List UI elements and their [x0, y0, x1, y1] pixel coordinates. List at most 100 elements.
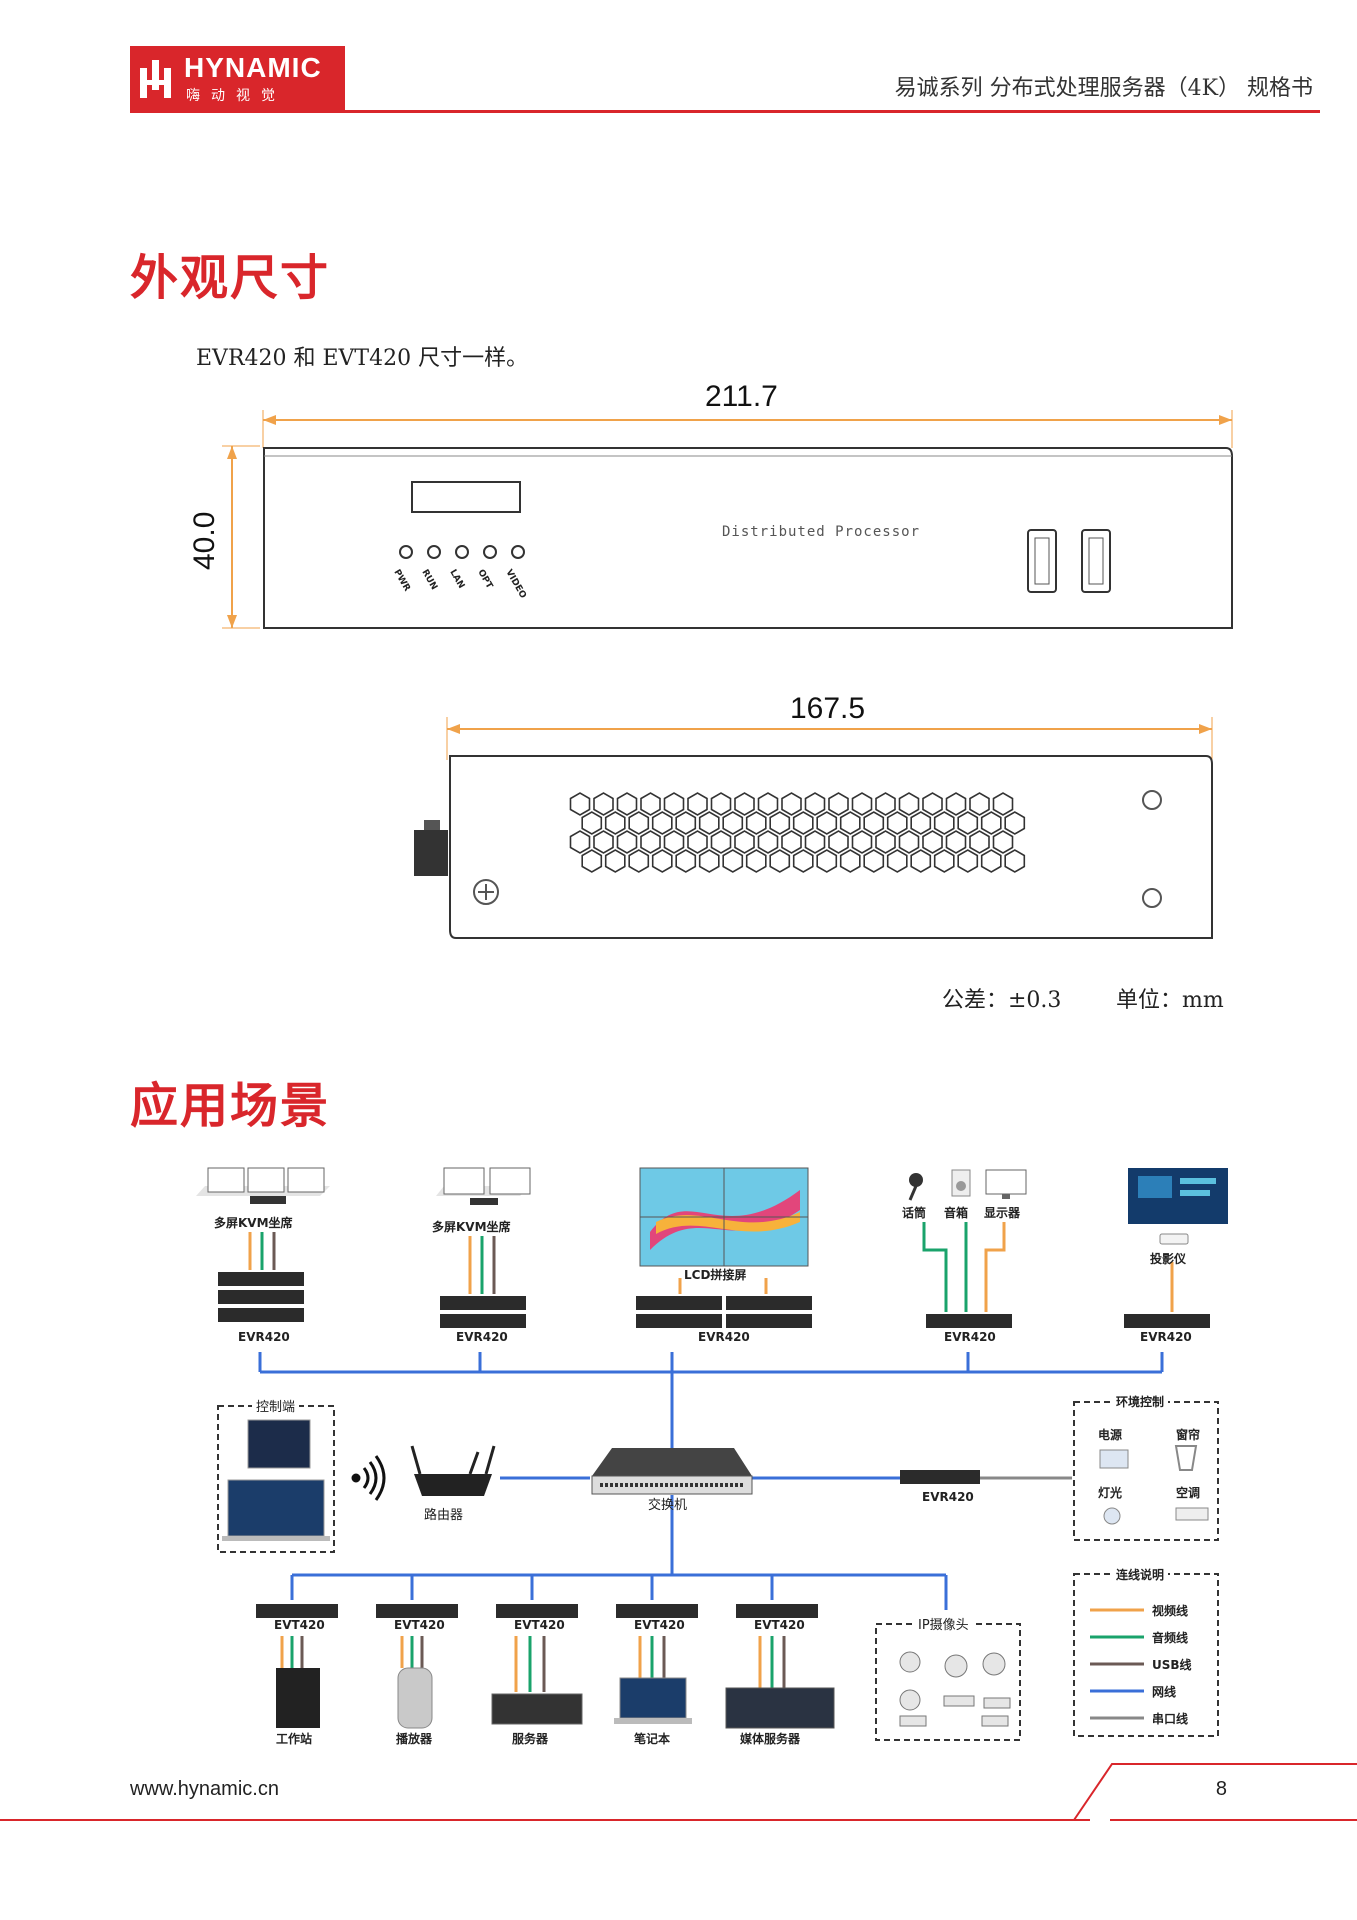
front-width-label: 211.7: [705, 380, 778, 413]
vent-hole: [828, 792, 849, 816]
microphone-icon: [908, 1173, 923, 1201]
top-device-label-6: 显示器: [984, 1206, 1021, 1220]
vent-hole: [910, 811, 932, 835]
ip-camera-label: IP摄像头: [914, 1614, 973, 1633]
vent-hole: [640, 830, 661, 854]
vent-hole: [628, 849, 650, 873]
evr-label-4: EVR420: [944, 1330, 996, 1344]
vent-hole: [839, 811, 861, 835]
company-logo: HYNAMIC 嗨动视觉: [130, 46, 345, 111]
logo-name: HYNAMIC: [184, 52, 322, 83]
vent-hole: [886, 849, 908, 873]
vent-hole: [804, 792, 826, 816]
evr-label-5: EVR420: [1140, 1330, 1192, 1344]
vent-hole: [875, 792, 896, 816]
switch-icon: [591, 1448, 753, 1495]
wifi-icon: [351, 1455, 386, 1501]
vent-hole: [710, 792, 732, 816]
vent-hole: [698, 811, 720, 835]
vent-hole: [581, 811, 603, 835]
vent-hole: [569, 792, 591, 816]
evt-label-5: EVT420: [754, 1618, 805, 1632]
vent-hole: [910, 849, 932, 873]
vent-hole: [863, 811, 885, 835]
vent-hole: [757, 830, 779, 854]
vent-hole: [734, 792, 755, 816]
vent-hole: [698, 849, 720, 873]
speaker-icon: [951, 1169, 971, 1197]
bottom-device-label-5: 媒体服务器: [740, 1732, 801, 1746]
vent-hole: [569, 830, 591, 854]
env-item-curtain: 窗帘: [1176, 1428, 1201, 1442]
router-icon: [410, 1445, 496, 1496]
vent-hole: [593, 830, 614, 854]
env-item-power: 电源: [1098, 1428, 1123, 1442]
top-device-label-2: 多屏KVM坐席: [432, 1220, 511, 1234]
section-title-dimensions: 外观尺寸: [130, 250, 331, 306]
vent-hole: [581, 849, 603, 873]
vent-hole: [980, 811, 1002, 835]
vent-hole: [640, 792, 661, 816]
lcd-wall-icon: [639, 1167, 809, 1267]
evt-label-1: EVT420: [274, 1618, 325, 1632]
vent-hole: [722, 849, 744, 873]
top-device-label-5: 音箱: [944, 1206, 969, 1220]
vent-hole: [604, 849, 626, 873]
bottom-device-label-1: 工作站: [276, 1732, 313, 1746]
vent-hole: [992, 792, 1014, 816]
vent-hole: [769, 849, 791, 873]
vent-hole: [792, 811, 814, 835]
vent-hole: [957, 811, 979, 835]
legend-label-usb: USB线: [1152, 1658, 1192, 1672]
header-divider: [130, 110, 1320, 113]
vent-hole: [687, 830, 708, 854]
vent-hole: [933, 849, 955, 873]
vent-hole: [781, 830, 802, 854]
vent-hole: [839, 849, 861, 873]
vent-hole: [828, 830, 849, 854]
vent-hole: [922, 830, 943, 854]
ac-icon: [1175, 1507, 1209, 1521]
ip-camera-icon: [899, 1651, 1011, 1727]
vent-hole: [675, 811, 697, 835]
player-icon: [397, 1667, 433, 1729]
document-title: 易诚系列 分布式处理服务器（4K） 规格书: [894, 76, 1313, 101]
notebook-icon: [619, 1677, 687, 1719]
side-view-drawing: [414, 717, 1213, 939]
vent-hole: [1004, 811, 1026, 835]
vent-hole: [898, 830, 920, 854]
vent-hole: [898, 792, 920, 816]
server-icon: [491, 1693, 583, 1725]
legend-label-audio: 音频线: [1152, 1631, 1189, 1645]
curtain-icon: [1174, 1445, 1198, 1471]
control-terminal-label: 控制端: [252, 1396, 300, 1415]
legend-label-serial: 串口线: [1152, 1712, 1189, 1726]
vent-hole: [734, 830, 755, 854]
vent-hole: [651, 849, 673, 873]
vent-hole: [992, 830, 1014, 854]
vent-hole: [722, 811, 744, 835]
vent-hole: [804, 830, 826, 854]
env-control-title: 环境控制: [1112, 1393, 1169, 1410]
top-device-label-1: 多屏KVM坐席: [214, 1216, 293, 1230]
vent-hole: [875, 830, 896, 854]
vent-hole: [816, 849, 838, 873]
vent-hole: [616, 792, 638, 816]
light-icon: [1103, 1507, 1121, 1525]
vent-hole: [781, 792, 802, 816]
vent-hole: [969, 830, 990, 854]
top-device-label-7: 投影仪: [1150, 1252, 1187, 1266]
bottom-device-label-3: 服务器: [512, 1732, 549, 1746]
top-device-label-3: LCD拼接屏: [684, 1268, 747, 1282]
vent-hole: [745, 849, 767, 873]
page-number: 8: [1215, 1778, 1227, 1800]
vent-hole: [757, 792, 779, 816]
kvm-seat-icon-2: [436, 1167, 531, 1205]
vent-hole: [675, 849, 697, 873]
side-width-label: 167.5: [790, 692, 866, 725]
projector-icon: [1128, 1168, 1228, 1245]
vent-hole: [663, 792, 685, 816]
vent-hole: [863, 849, 885, 873]
env-item-ac: 空调: [1176, 1486, 1201, 1500]
front-view-drawing: [222, 410, 1233, 629]
